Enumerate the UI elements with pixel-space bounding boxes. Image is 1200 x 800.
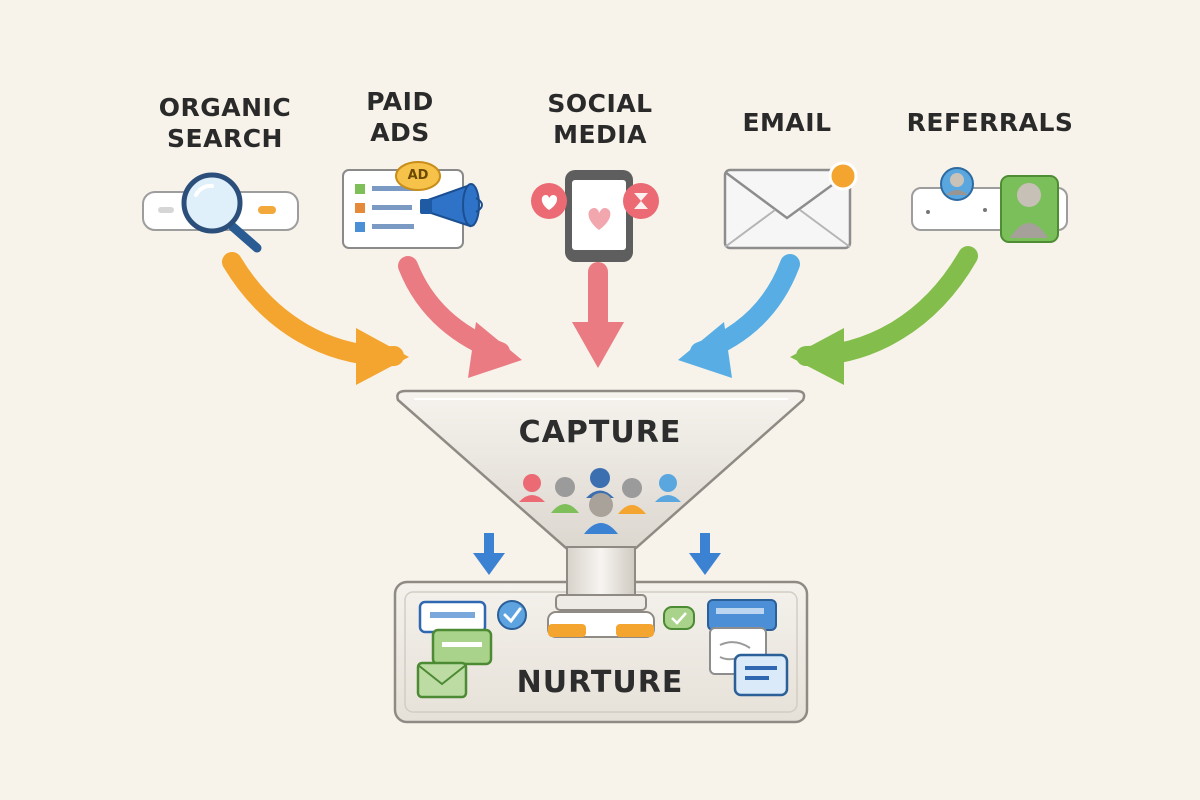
people-card-icon bbox=[911, 167, 1068, 243]
chat-check-icon bbox=[663, 606, 695, 630]
source-label-referrals-line1: REFERRALS bbox=[906, 108, 1074, 137]
source-label-organic-line1: ORGANIC bbox=[158, 93, 292, 122]
source-label-organic: ORGANIC SEARCH bbox=[130, 92, 320, 154]
arrowhead-paid bbox=[468, 322, 522, 378]
down-arrow-right-icon bbox=[689, 533, 721, 575]
envelope-icon bbox=[723, 161, 858, 250]
nurture-label: NURTURE bbox=[516, 665, 684, 700]
down-arrow-left-icon bbox=[473, 533, 505, 575]
arrowhead-email bbox=[678, 322, 732, 378]
source-label-referrals: REFERRALS bbox=[890, 107, 1090, 138]
source-label-organic-line2: SEARCH bbox=[167, 124, 283, 153]
megaphone-icon bbox=[342, 161, 483, 249]
ad-badge-label: AD bbox=[407, 168, 429, 183]
source-label-social: SOCIAL MEDIA bbox=[515, 88, 685, 150]
mail-icon bbox=[416, 661, 468, 699]
capture-label: CAPTURE bbox=[518, 415, 682, 450]
source-label-paid-line1: PAID bbox=[366, 87, 434, 116]
checkmark-icon bbox=[497, 600, 527, 630]
source-label-paid: PAID ADS bbox=[330, 86, 470, 148]
source-label-social-line1: SOCIAL bbox=[547, 89, 653, 118]
chat-bubble-icon bbox=[418, 600, 487, 634]
smartphone-hearts-icon bbox=[531, 170, 659, 262]
search-magnifier-icon bbox=[142, 172, 299, 253]
speech-bubble-icon bbox=[733, 653, 789, 697]
arrowhead-referrals bbox=[790, 328, 844, 385]
arrowhead-social bbox=[572, 322, 624, 368]
people-group-icon bbox=[519, 468, 681, 534]
source-label-email: EMAIL bbox=[712, 107, 862, 138]
source-label-paid-line2: ADS bbox=[370, 118, 430, 147]
notification-window-icon bbox=[707, 599, 777, 631]
source-label-email-line1: EMAIL bbox=[742, 108, 832, 137]
source-label-social-line2: MEDIA bbox=[553, 120, 647, 149]
arrowhead-organic bbox=[356, 328, 409, 385]
message-card-icon bbox=[431, 628, 493, 666]
